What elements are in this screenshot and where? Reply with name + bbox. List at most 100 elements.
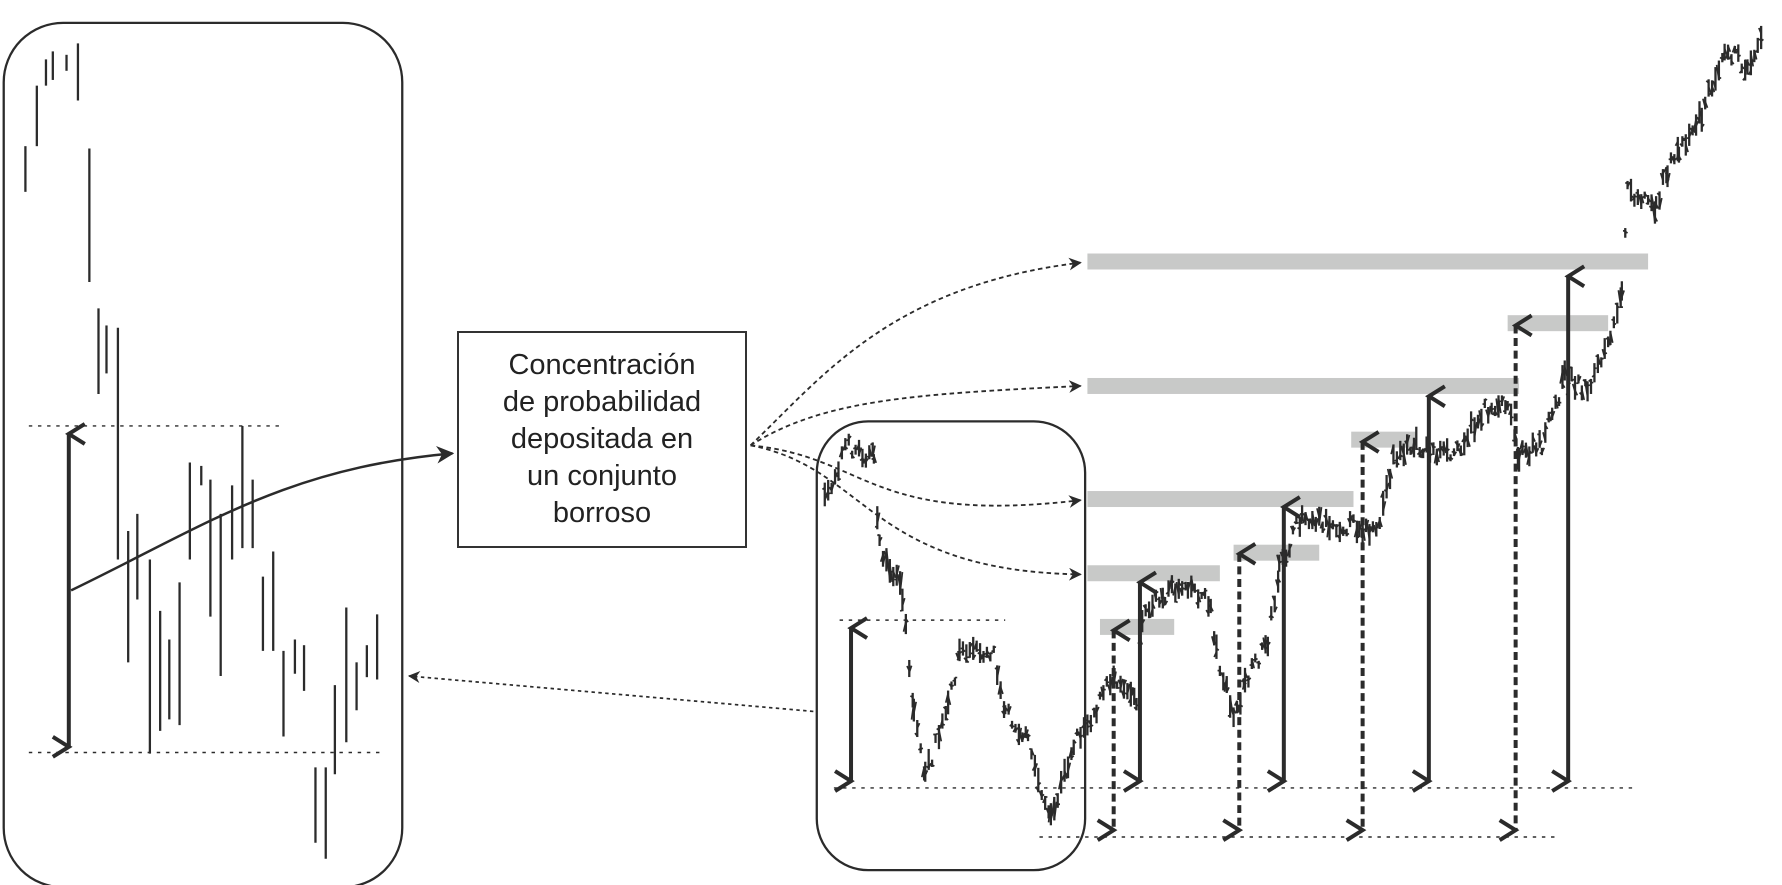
price-bar [1074,732,1078,736]
price-bar [1416,447,1419,451]
price-bar [1061,773,1066,780]
price-bar [1651,205,1656,223]
price-bar [1080,734,1084,738]
price-bar [1047,804,1052,823]
price-bar [938,729,943,742]
price-bar [997,683,1002,695]
price-bar [852,446,856,450]
price-bar [1688,131,1693,138]
price-bar [895,565,900,576]
price-bar [1256,661,1259,664]
zoomed-window-frame [2,21,404,885]
price-bar [999,686,1004,695]
price-bar [844,446,849,450]
price-bar [1702,98,1707,108]
price-bar [1002,705,1006,711]
price-bar [1326,517,1331,538]
connector [750,380,1082,447]
price-bar [1390,444,1395,455]
price-bar [1640,195,1645,204]
price-bar [1450,456,1454,461]
price-bar [1468,424,1472,427]
price-bar [1724,52,1729,59]
price-bar [979,654,984,661]
price-bar [1011,725,1015,728]
band [1087,565,1220,582]
price-bar [1211,636,1215,646]
price-bar [1737,54,1742,58]
price-bar [1735,47,1740,54]
price-bar [958,650,963,655]
price-bar [1329,521,1334,527]
price-bar [936,727,940,731]
price-bar [855,443,860,451]
price-bar [905,618,909,623]
price-bar [977,651,981,655]
price-bar [1556,401,1560,404]
price-bar [1709,90,1713,96]
price-bar [1611,318,1615,321]
price-bar [1071,751,1074,754]
price-bar [1712,80,1717,89]
price-bar [1728,54,1733,60]
price-bar [1760,38,1764,42]
price-bar [842,444,847,450]
connector [750,444,1082,508]
price-bar [969,642,973,649]
label-line: un conjunto [527,460,677,492]
price-bar [1058,777,1062,790]
price-bar [1630,198,1634,202]
price-bar [973,641,978,650]
price-bar [1205,609,1210,615]
price-bar [1014,727,1019,732]
price-bar [1619,292,1623,296]
price-bar [951,684,955,687]
price-bar [1631,195,1636,201]
price-bar [1175,581,1180,597]
price-bar [948,683,953,688]
price-bar [1474,423,1479,428]
price-bar [1604,352,1608,355]
price-bar [931,764,935,767]
price-bar [1042,797,1046,804]
price-bar [1607,338,1611,342]
price-bar [870,442,874,446]
price-bar [1461,437,1465,443]
price-bar [1385,482,1390,491]
price-bar [1664,171,1668,175]
price-bar [1148,615,1152,619]
price-bar [1473,421,1478,438]
price-bar [1314,518,1319,527]
price-bar [1675,150,1680,160]
price-bar [1731,45,1736,53]
price-bar [1087,720,1092,726]
price-bar [1494,410,1499,416]
price-bar [1200,592,1205,597]
price-bar [1068,749,1073,759]
label-line: borroso [552,497,652,529]
price-bar [1495,398,1500,417]
price-bar [1301,512,1305,517]
price-bar [886,559,891,581]
price-bar [1746,61,1751,67]
price-series [821,25,1764,826]
price-bar [1164,600,1169,606]
price-bar [1655,203,1660,209]
price-bar [1535,447,1540,454]
price-bar [832,480,836,485]
price-bar [892,570,897,579]
price-bar [878,536,883,543]
price-bar [996,665,1001,678]
price-bar [1406,434,1411,444]
price-bar [868,446,873,457]
price-bar [1168,576,1173,589]
price-bar [1609,331,1614,343]
price-bar [972,654,977,660]
price-bar [1658,197,1663,209]
price-bar [876,533,880,537]
price-bar [1624,230,1629,234]
fuzzy-set-label: Concentración de probabilidad depositada… [457,331,747,548]
price-bar [922,765,926,769]
connector [750,444,1082,581]
